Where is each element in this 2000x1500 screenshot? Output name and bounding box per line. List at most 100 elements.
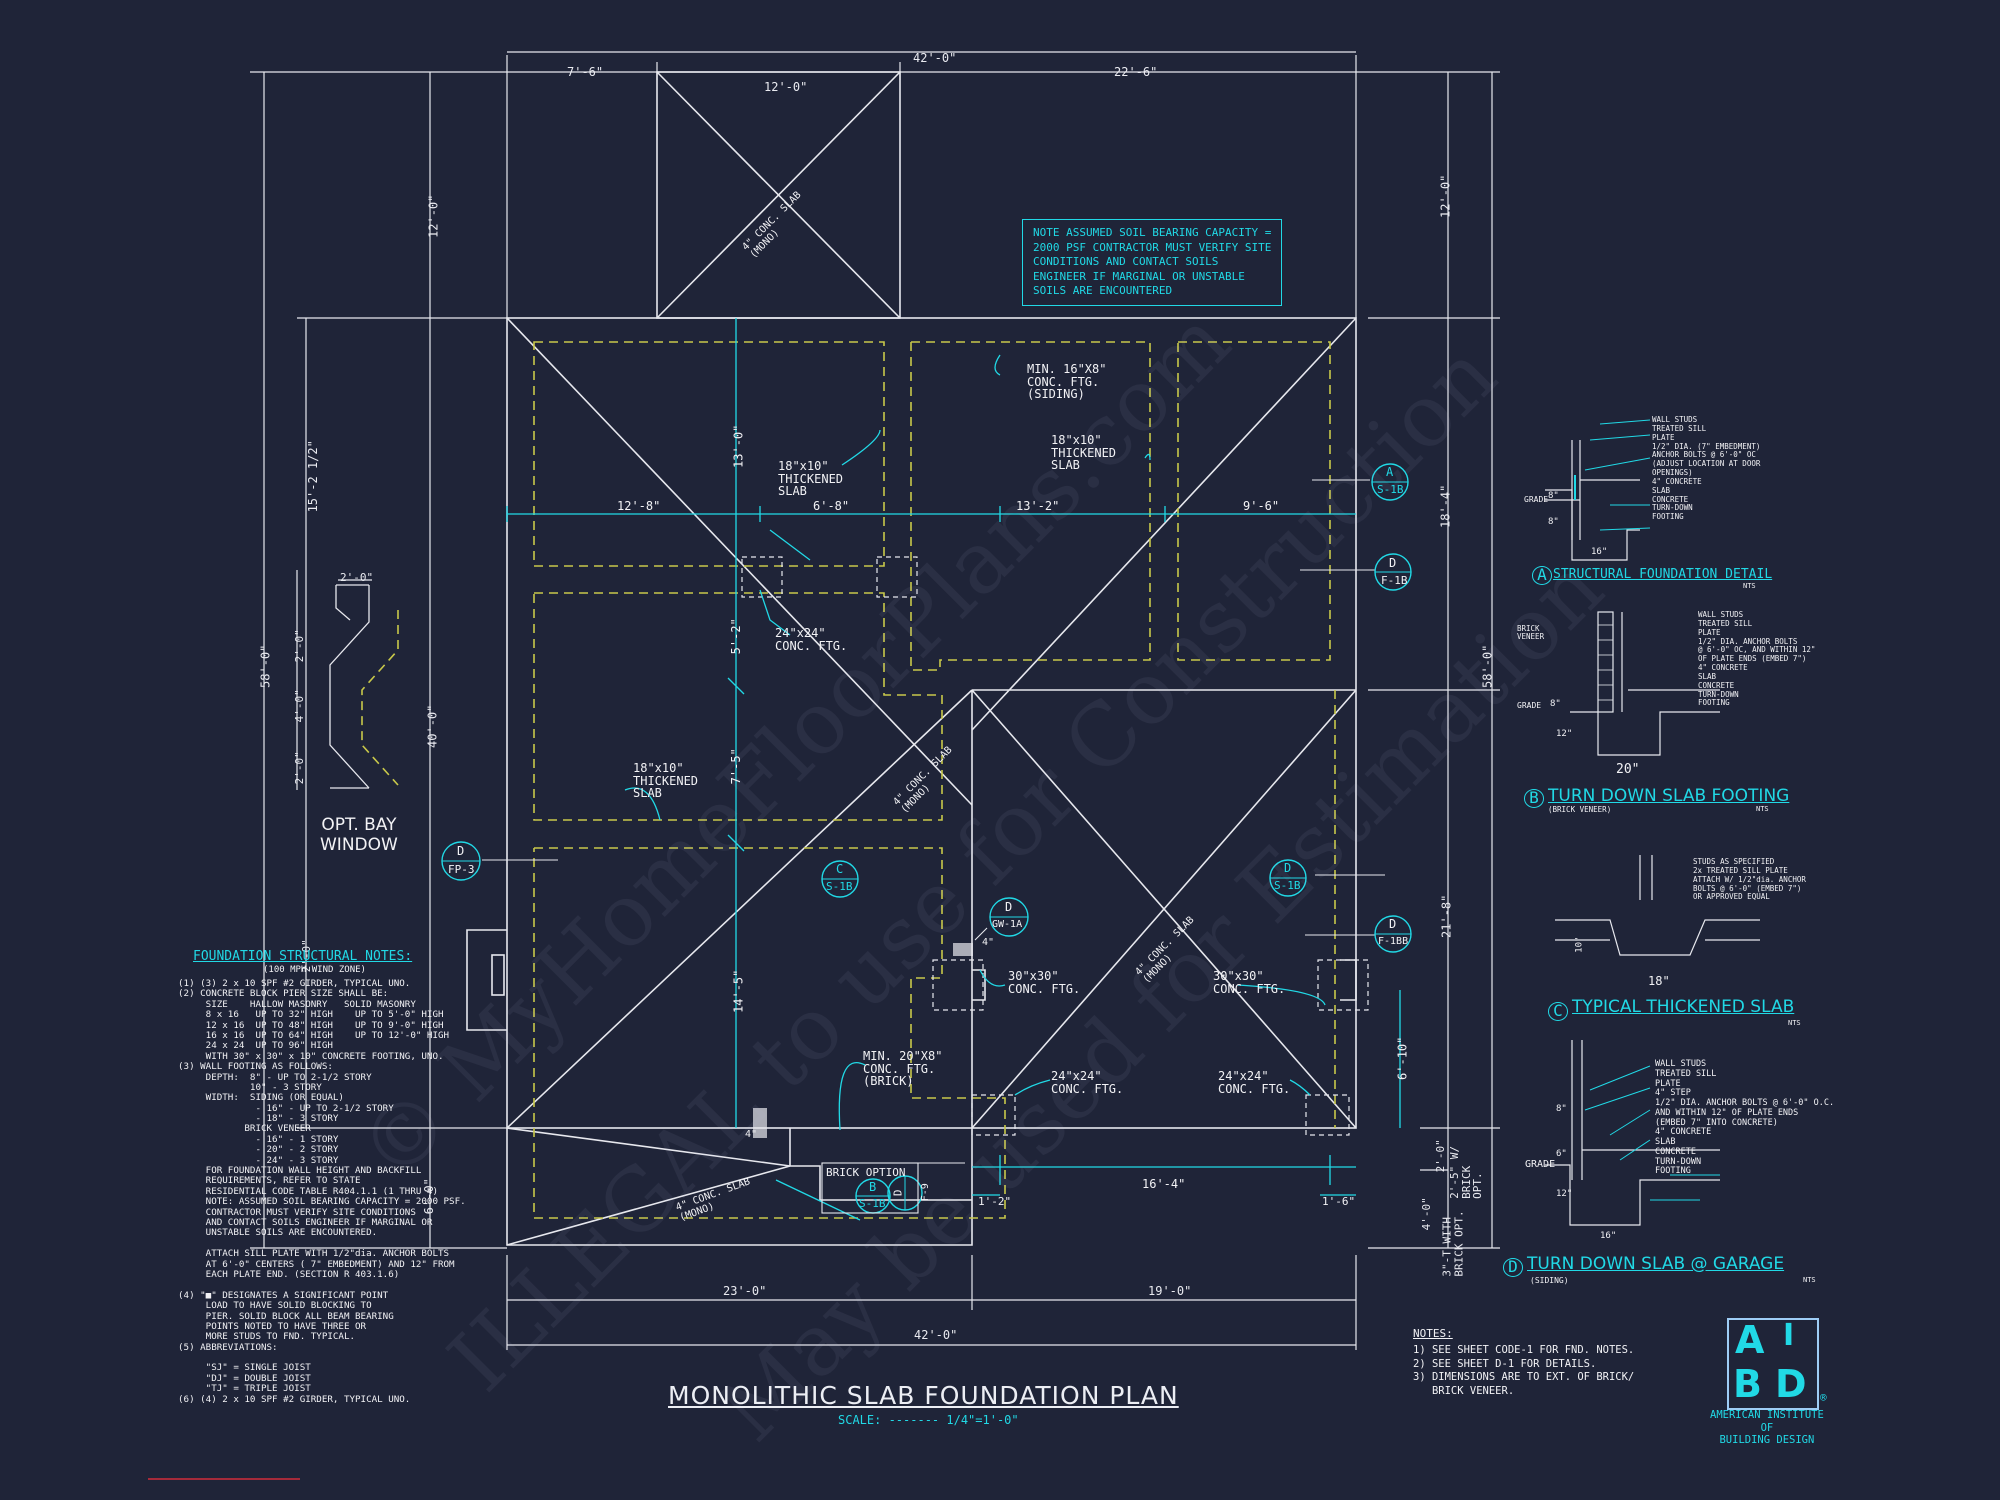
callout-d-gw1a-bottom[interactable]: GW-1A <box>992 919 1023 930</box>
cyan-dimension-lines <box>506 318 1401 1221</box>
callout-c-s1b-bottom[interactable]: S-1B <box>826 880 853 893</box>
detail-c-notes: STUDS AS SPECIFIED 2x TREATED SILL PLATE… <box>1693 857 1806 902</box>
dim-v-13: 13'-0" <box>731 424 746 468</box>
detail-d-tag: D <box>1503 1258 1523 1277</box>
detail-a-d2: 8" <box>1548 517 1559 527</box>
detail-b-title: TURN DOWN SLAB FOOTING <box>1548 786 1790 806</box>
dim-bay-4: 4'-0" <box>292 689 306 723</box>
detail-b-grade: GRADE <box>1517 701 1542 710</box>
callout-d-f9-top[interactable]: D <box>891 1189 905 1197</box>
detail-c-w: 18" <box>1648 974 1670 988</box>
dim-left-12: 12'-0" <box>426 194 441 238</box>
dim-left-40: 40'-0" <box>425 704 440 748</box>
detail-a-tag: A <box>1532 566 1552 585</box>
detail-a-scale: NTS <box>1743 582 1756 590</box>
detail-d-w: 16" <box>1600 1231 1617 1241</box>
logo-letter-d: D <box>1775 1362 1807 1406</box>
structural-notes-heading: FOUNDATION STRUCTURAL NOTES: <box>193 949 413 964</box>
dim-v-5-2: 5'-2" <box>728 618 743 655</box>
logo-letter-b: B <box>1733 1362 1762 1406</box>
detail-d-grade: GRADE <box>1525 1159 1556 1170</box>
callout-b-s1b-top[interactable]: B <box>869 1180 877 1194</box>
detail-b-d2: 12" <box>1556 729 1573 739</box>
dim-row-6-8: 6'-8" <box>813 499 850 513</box>
callout-circle-dividers <box>442 481 1411 1210</box>
detail-d-leaders <box>1584 1065 1720 1201</box>
callout-b-s1b-bottom[interactable]: S-1B <box>859 1197 886 1210</box>
logo-letter-a: A <box>1735 1318 1765 1362</box>
dim-bottom-23: 23'-0" <box>723 1284 767 1298</box>
detail-d-scale: NTS <box>1803 1276 1816 1284</box>
soil-bearing-note: NOTE ASSUMED SOIL BEARING CAPACITY = 200… <box>1022 219 1283 306</box>
general-notes-heading: NOTES: <box>1413 1327 1453 1340</box>
callout-a-s1b-top[interactable]: A <box>1386 465 1394 479</box>
dim-right-12: 12'-0" <box>1438 174 1453 218</box>
callout-d-fp3-bottom[interactable]: FP-3 <box>448 863 475 876</box>
callout-leaders <box>482 479 1385 1164</box>
callout-c-s1b-top[interactable]: C <box>836 862 844 876</box>
detail-d-sub: (SIDING) <box>1530 1276 1569 1285</box>
detail-d-d1: 8" <box>1556 1104 1567 1114</box>
callout-d-s1b-bottom[interactable]: S-1B <box>1274 879 1301 892</box>
detail-a-notes: WALL STUDS TREATED SILL PLATE 1/2" DIA. … <box>1652 415 1761 522</box>
detail-c-drawing <box>1555 855 1760 956</box>
dim-row-12-8: 12'-8" <box>617 499 661 513</box>
detail-b-d1: 8" <box>1550 699 1561 709</box>
dim-right-4: 4'-0" <box>1419 1197 1433 1231</box>
label-ftg24c: 24"x24" CONC. FTG. <box>1218 1069 1291 1096</box>
detail-c-title: TYPICAL THICKENED SLAB <box>1572 997 1795 1017</box>
aibd-logo: A I B D <box>1727 1318 1819 1410</box>
callout-d-f1bb-bottom[interactable]: F-1BB <box>1378 936 1409 947</box>
brick-option-box <box>821 1162 919 1214</box>
detail-c-tag: C <box>1548 1002 1568 1021</box>
dim-porch-width: 12'-0" <box>764 80 808 94</box>
detail-a-d1: 8" <box>1548 491 1559 501</box>
dimension-lines <box>250 51 1500 1350</box>
label-thick3: 18"x10" THICKENED SLAB <box>633 761 699 801</box>
dim-row-9-6: 9'-6" <box>1243 499 1280 513</box>
detail-a-drawing <box>1545 440 1640 561</box>
label-thick1: 18"x10" THICKENED SLAB <box>778 459 844 499</box>
dim-bay-2a: 2'-0" <box>340 571 374 584</box>
label-brick-option: BRICK OPTION <box>826 1166 906 1179</box>
callout-d-f9-bottom[interactable]: F-9 <box>919 1183 931 1202</box>
detail-b-notes: WALL STUDS TREATED SILL PLATE 1/2" DIA. … <box>1698 610 1816 708</box>
callout-a-s1b-bottom[interactable]: S-1B <box>1377 483 1404 496</box>
callout-d-f1bb-top[interactable]: D <box>1389 917 1397 931</box>
detail-c-scale: NTS <box>1788 1019 1801 1027</box>
detail-d-drawing <box>1545 1040 1720 1226</box>
logo-registered: ® <box>1820 1391 1827 1404</box>
general-notes-body: 1) SEE SHEET CODE-1 FOR FND. NOTES. 2) S… <box>1413 1344 1635 1397</box>
label-min16: MIN. 16"X8" CONC. FTG. (SIDING) <box>1027 362 1107 402</box>
dim-bottom-19: 19'-0" <box>1148 1284 1192 1298</box>
callout-d-f1b-bottom[interactable]: F-1B <box>1381 574 1408 587</box>
label-ftg30b: 30"x30" CONC. FTG. <box>1213 969 1286 996</box>
detail-a-leaders <box>1574 419 1651 531</box>
detail-d-notes: WALL STUDS TREATED SILL PLATE 4" STEP 1/… <box>1655 1059 1835 1177</box>
callout-d-gw1a-top[interactable]: D <box>1005 900 1013 914</box>
detail-b-scale: NTS <box>1756 805 1769 813</box>
dim-right-2-5: 2'-5" W/ BRICK OPT. <box>1448 1145 1485 1199</box>
dim-bay-2c: 2'-0" <box>292 751 306 785</box>
callout-d-s1b-top[interactable]: D <box>1284 861 1292 875</box>
dim-bottom-42: 42'-0" <box>914 1328 958 1342</box>
logo-caption: AMERICAN INSTITUTE OF BUILDING DESIGN <box>1710 1409 1824 1447</box>
dim-left-58: 58'-0" <box>258 644 273 688</box>
structural-notes-subheading: (100 MPH WIND ZONE) <box>263 965 366 975</box>
detail-a-title: STRUCTURAL FOUNDATION DETAIL <box>1553 567 1773 582</box>
detail-d-d2: 6" <box>1556 1149 1567 1159</box>
label-min20: MIN. 20"X8" CONC. FTG. (BRICK) <box>863 1049 943 1089</box>
label-four-in: 4" <box>982 937 995 948</box>
label-ftg24a: 24"x24" CONC. FTG. <box>775 626 848 653</box>
callout-d-f1b-top[interactable]: D <box>1389 556 1397 570</box>
callout-d-fp3-top[interactable]: D <box>457 844 465 858</box>
detail-d-d3: 12" <box>1556 1189 1573 1199</box>
page-title: MONOLITHIC SLAB FOUNDATION PLAN <box>668 1381 1179 1410</box>
dim-right-21-8: 21'-8" <box>1439 894 1454 938</box>
label-bay-window: OPT. BAY WINDOW <box>320 815 398 856</box>
detail-a-w: 16" <box>1591 547 1608 557</box>
dim-top-overall: 42'-0" <box>913 51 957 65</box>
structural-notes-body: (1) (3) 2 x 10 SPF #2 GIRDER, TYPICAL UN… <box>178 978 466 1405</box>
footing-dashed-lines <box>361 341 1336 1219</box>
detail-d-title: TURN DOWN SLAB @ GARAGE <box>1527 1254 1785 1274</box>
